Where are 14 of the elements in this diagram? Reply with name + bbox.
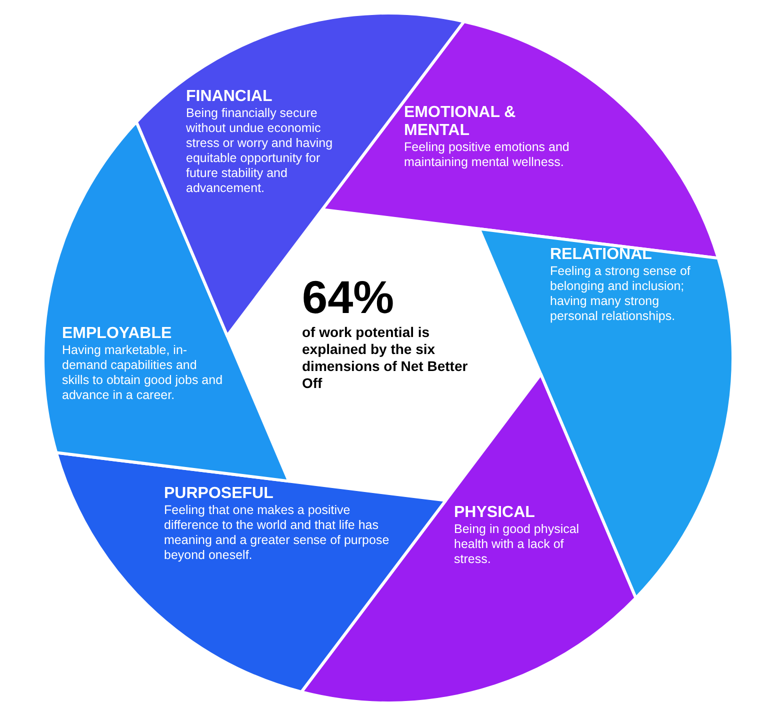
- dimension-description: Feeling that one makes a positive difference to the world and that life has meaning and a greater sense of purpose beyond oneself.: [164, 503, 390, 563]
- headline-text: of work potential is explained by the six dimensions of Net Better Off: [302, 324, 469, 392]
- dimension-description: Feeling a strong sense of belonging and inclusion; having many strong personal relationships.: [550, 264, 692, 324]
- dimension-description: Being in good physical health with a lack of stress.: [454, 522, 580, 567]
- dimension-title: PURPOSEFUL: [164, 485, 274, 503]
- dimension-title: RELATIONAL: [550, 246, 653, 264]
- dimension-title: EMPLOYABLE: [62, 325, 173, 343]
- dimension-title: PHYSICAL: [454, 504, 536, 522]
- dimension-description: Having marketable, in-demand capabilities and skills to obtain good jobs and advance in a career.: [62, 343, 224, 403]
- percentage-figure: 64%: [302, 274, 396, 320]
- dimension-description: Being financially secure without undue economic stress or worry and having equitable opportunity for future stability and advancement.: [186, 106, 334, 196]
- dimension-description: Feeling positive emotions and maintaining mental wellness.: [404, 140, 570, 170]
- dimension-title: EMOTIONAL & MENTAL: [404, 104, 517, 140]
- dimension-title: FINANCIAL: [186, 88, 274, 106]
